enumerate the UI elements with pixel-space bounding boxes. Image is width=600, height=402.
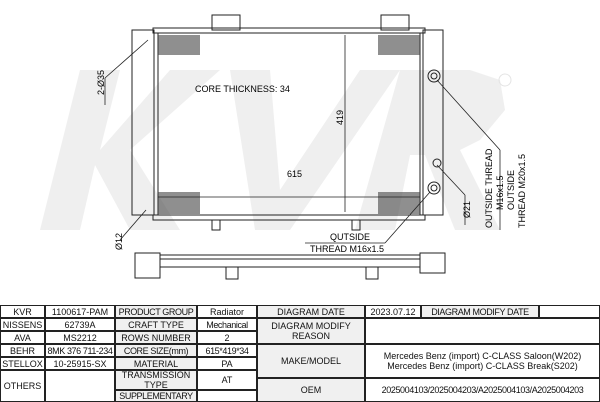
- inlet-diameter-label: 2-Ø35: [96, 70, 106, 95]
- behr-value: 8MK 376 711-234: [45, 344, 115, 357]
- nissens-value: 62739A: [45, 318, 115, 331]
- core-size-value: 615*419*34: [197, 344, 257, 357]
- make-model-label: MAKE/MODEL: [257, 344, 365, 378]
- oem-value: 2025004103/2025004203/A2025004103/A20250…: [365, 378, 600, 402]
- ava-value: MS2212: [45, 331, 115, 344]
- radiator-drawing: CORE THICKNESS: 34 615 419 2-Ø35 Ø12 Ø21…: [40, 14, 527, 280]
- outside-thread-label-2: THREAD M16x1.5: [310, 244, 384, 254]
- outside-thread-label-1: QUTSIDE: [330, 232, 370, 242]
- diagram-date-value: 2023.07.12: [365, 305, 421, 318]
- transmission-type-value: AT: [197, 370, 257, 390]
- diameter-21-label: Ø21: [462, 201, 472, 218]
- product-group-value: Radiator: [197, 305, 257, 318]
- diagram-modify-reason-label: DIAGRAM MODIFY REASON: [257, 318, 365, 344]
- behr-label: BEHR: [0, 344, 45, 357]
- supplementary-value: [197, 390, 257, 402]
- make-model-value: Mercedes Benz (import) C-CLASS Saloon(W2…: [365, 344, 600, 378]
- kvr-watermark: [40, 70, 505, 230]
- right-thread-label-2: M16x1.5: [495, 175, 505, 210]
- material-label: MATERIAL: [115, 357, 197, 370]
- diameter-12-label: Ø12: [114, 233, 124, 250]
- rows-number-value: 2: [197, 331, 257, 344]
- others-label: OTHERS: [0, 370, 45, 402]
- diagram-modify-date-value: [539, 305, 600, 318]
- core-size-label: CORE SIZE(mm): [115, 344, 197, 357]
- transmission-type-label: TRANSMISSION TYPE: [115, 370, 197, 390]
- core-thickness-label: CORE THICKNESS: 34: [195, 84, 290, 94]
- fin-pattern: [158, 35, 420, 214]
- craft-type-value: Mechanical: [197, 318, 257, 331]
- kvr-label: KVR: [0, 305, 45, 318]
- width-dimension: 615: [287, 169, 302, 179]
- rows-number-label: ROWS NUMBER: [115, 331, 197, 344]
- right-thread-label-4: THREAD M20x1.5: [517, 154, 527, 228]
- material-value: PA: [197, 357, 257, 370]
- supplementary-label: SUPPLEMENTARY: [115, 390, 197, 402]
- right-thread-label-1: OUTSIDE THREAD: [484, 148, 494, 228]
- oem-label: OEM: [257, 378, 365, 402]
- kvr-value: 1100617-PAM: [45, 305, 115, 318]
- diagram-modify-reason-value: [365, 318, 600, 344]
- craft-type-label: CRAFT TYPE: [115, 318, 197, 331]
- stellox-label: STELLOX: [0, 357, 45, 370]
- diagram-modify-date-label: DIAGRAM MODIFY DATE: [421, 305, 539, 318]
- radiator-bottom-view: [134, 252, 446, 280]
- diagram-date-label: DIAGRAM DATE: [257, 305, 365, 318]
- dimension-lines: [104, 35, 501, 244]
- right-thread-label-3: OUTSIDE: [506, 170, 516, 210]
- product-group-label: PRODUCT GROUP: [115, 305, 197, 318]
- radiator-front-view: [131, 14, 444, 231]
- ava-label: AVA: [0, 331, 45, 344]
- others-value: [45, 370, 115, 402]
- nissens-label: NISSENS: [0, 318, 45, 331]
- height-dimension: 419: [335, 110, 345, 125]
- registered-mark: [498, 73, 512, 87]
- stellox-value: 10-25915-SX: [45, 357, 115, 370]
